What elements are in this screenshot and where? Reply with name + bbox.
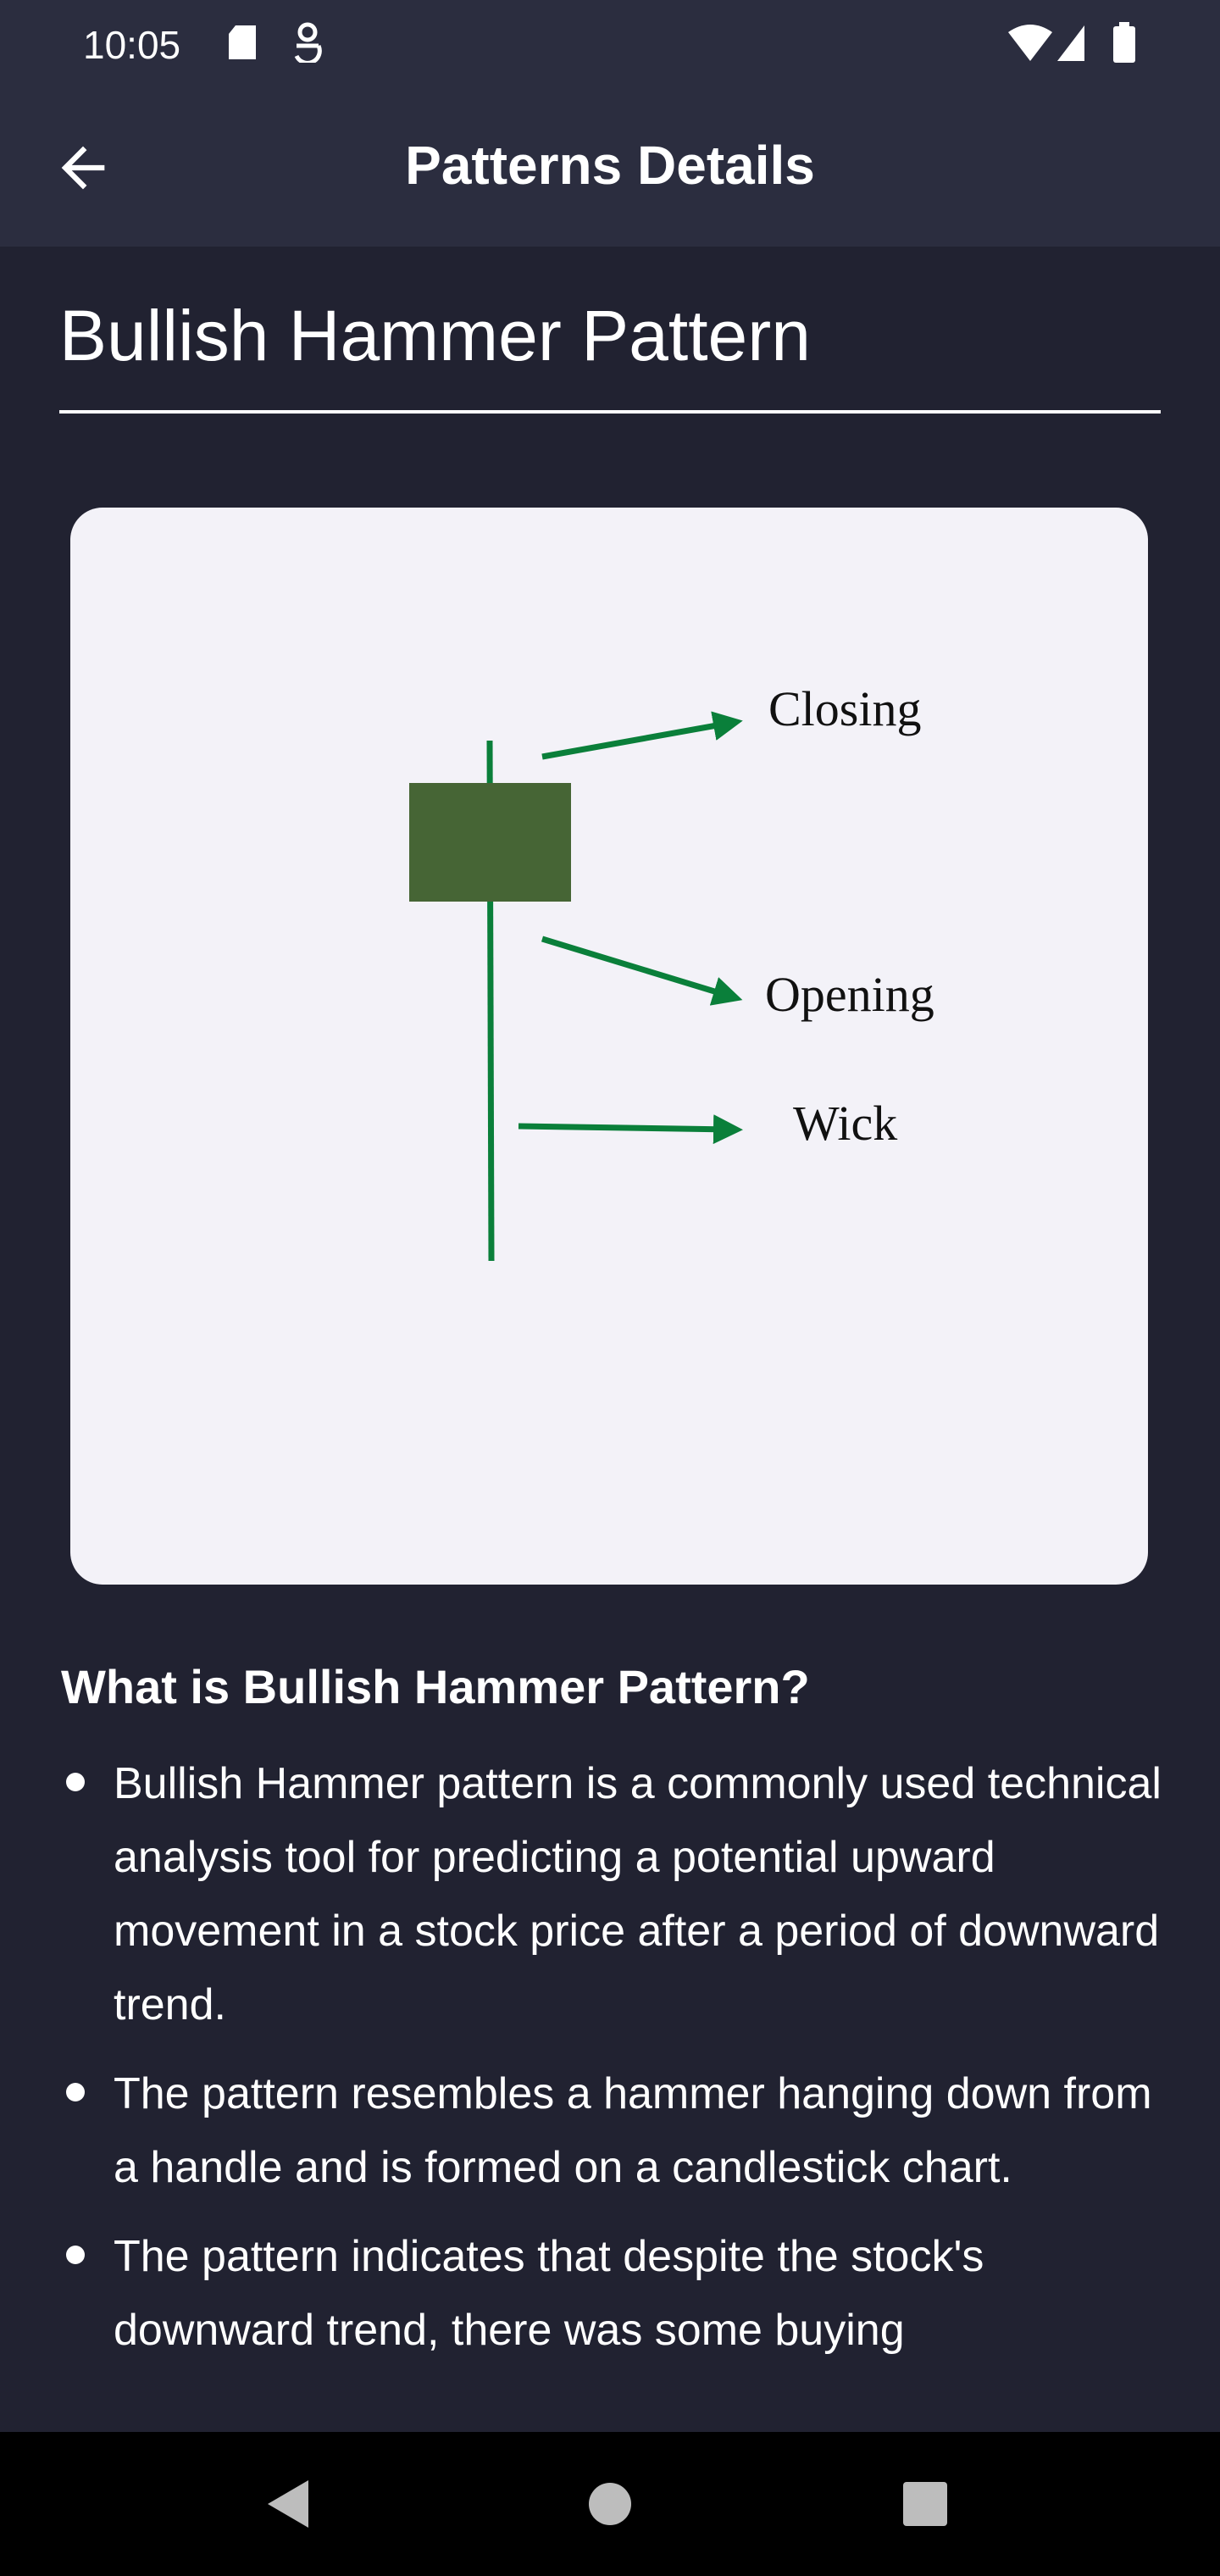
circle-home-icon (589, 2483, 631, 2525)
bullet-icon (66, 2246, 85, 2264)
description-list: Bullish Hammer pattern is a commonly use… (61, 1747, 1162, 2383)
bullet-icon (66, 2083, 85, 2101)
wick-label: Wick (793, 1096, 898, 1151)
back-button[interactable] (51, 136, 115, 200)
title-divider (59, 410, 1161, 414)
list-item: The pattern indicates that despite the s… (61, 2220, 1162, 2368)
opening-label: Opening (765, 967, 934, 1022)
bullet-text: The pattern indicates that despite the s… (114, 2232, 984, 2355)
bullet-text: The pattern resembles a hammer hanging d… (114, 2069, 1152, 2192)
opening-arrow (541, 935, 743, 1006)
arrow-left-icon (61, 146, 105, 190)
closing-label: Closing (768, 681, 922, 736)
signal-icon (1057, 25, 1090, 61)
status-time: 10:05 (83, 23, 181, 67)
battery-icon (1113, 22, 1135, 63)
nav-recents-button[interactable] (891, 2470, 959, 2538)
status-bar: 10:05 (0, 0, 1220, 85)
bullet-icon (66, 1773, 85, 1791)
nav-home-button[interactable] (576, 2470, 644, 2538)
candle-body (409, 783, 571, 902)
wick-arrow (518, 1114, 743, 1145)
closing-arrow (541, 711, 743, 760)
app-bar-title: Patterns Details (405, 135, 815, 196)
wifi-icon (1008, 25, 1052, 61)
app-bar (0, 85, 1220, 247)
debug-icon (294, 22, 322, 63)
page-title: Bullish Hammer Pattern (59, 296, 811, 375)
square-recents-icon (903, 2482, 947, 2526)
list-item: Bullish Hammer pattern is a commonly use… (61, 1747, 1162, 2042)
bullet-text: Bullish Hammer pattern is a commonly use… (114, 1759, 1162, 2029)
system-nav-bar (0, 2432, 1220, 2576)
candlestick-diagram (409, 711, 743, 1262)
section-heading: What is Bullish Hammer Pattern? (61, 1660, 810, 1713)
pattern-diagram-card: Closing Opening Wick (70, 508, 1148, 1585)
sd-card-icon (229, 25, 256, 59)
triangle-back-icon (268, 2480, 308, 2528)
list-item: The pattern resembles a hammer hanging d… (61, 2057, 1162, 2205)
nav-back-button[interactable] (256, 2470, 324, 2538)
